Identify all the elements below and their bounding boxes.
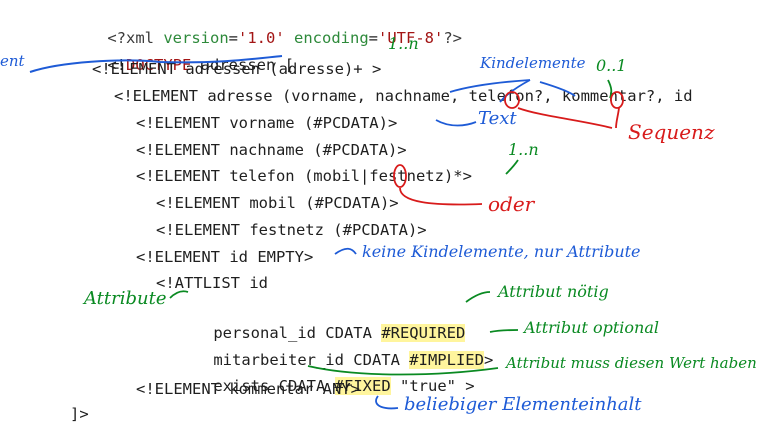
annotation-kindelemente: Kindelemente xyxy=(480,54,586,72)
code-token: = xyxy=(368,29,379,47)
annotation-keine-kindelemente: keine Kindelemente, nur Attribute xyxy=(362,242,641,261)
code-token: ?> xyxy=(443,29,463,47)
annotation-attribut-optional: Attribut optional xyxy=(524,318,659,337)
annotation-attribut-noetig: Attribut nötig xyxy=(498,282,609,301)
code-line: <!ELEMENT mobil (#PCDATA)> xyxy=(156,192,399,215)
highlight-implied: #IMPLIED xyxy=(409,351,484,369)
code-token: 'UTF-8' xyxy=(378,29,444,47)
code-token: <!ELEMENT adressen (adresse)+ > xyxy=(92,60,382,78)
annotation-zero-to-one: 0..1 xyxy=(596,56,627,75)
highlight-required: #REQUIRED xyxy=(381,324,466,342)
highlight-fixed: #FIXED xyxy=(334,377,391,395)
code-token: <!ELEMENT telefon (mobil|festnetz)*> xyxy=(136,167,472,185)
code-line: <!ELEMENT nachname (#PCDATA)> xyxy=(136,139,407,162)
code-token: <!ELEMENT vorname (#PCDATA)> xyxy=(136,114,398,132)
annotation-sequenz: Sequenz xyxy=(628,120,715,144)
code-token: > xyxy=(483,351,494,369)
code-token: <?xml xyxy=(107,29,164,47)
code-line-xml-declaration: <?xml version='1.0' encoding='UTF-8'?> xyxy=(70,4,462,47)
annotation-one-to-n: 1..n xyxy=(508,140,539,159)
annotation-attribut-fixed: Attribut muss diesen Wert haben xyxy=(506,354,757,372)
code-line-doctype: <!DOCTYPE adressen [ xyxy=(70,31,294,74)
code-line: <!ELEMENT kommentar ANY> xyxy=(136,378,360,401)
code-line: <!ELEMENT adressen (adresse)+ > xyxy=(92,58,381,81)
code-token: version xyxy=(163,29,229,47)
code-token: personal_id CDATA xyxy=(213,324,382,342)
code-line: mitarbeiter_id CDATA #IMPLIED> xyxy=(176,326,493,369)
annotation-attribute: Attribute xyxy=(84,288,167,309)
annotation-element-label: ent xyxy=(0,52,25,70)
code-token: <!ELEMENT festnetz (#PCDATA)> xyxy=(156,221,427,239)
annotation-text: Text xyxy=(478,108,517,129)
annotation-beliebiger-inhalt: beliebiger Elementeinhalt xyxy=(404,394,642,415)
annotation-one-to-n: 1..n xyxy=(388,34,419,53)
code-token: mitarbeiter_id CDATA xyxy=(213,351,410,369)
code-token: '1.0' xyxy=(238,29,285,47)
code-line: <!ELEMENT vorname (#PCDATA)> xyxy=(136,112,397,135)
code-token: <!ELEMENT nachname (#PCDATA)> xyxy=(136,141,407,159)
code-token: <!ELEMENT kommentar ANY> xyxy=(136,380,360,398)
code-line: <!ATTLIST id xyxy=(156,272,268,295)
code-token: exists CDATA xyxy=(213,377,335,395)
code-line: personal_id CDATA #REQUIRED xyxy=(176,299,466,342)
code-token: "true" > xyxy=(390,377,475,395)
annotation-oder: oder xyxy=(488,192,535,216)
code-token: <!ELEMENT mobil (#PCDATA)> xyxy=(156,194,399,212)
code-token: <!ATTLIST id xyxy=(156,274,268,292)
code-line: <!ELEMENT adresse (vorname, nachname, te… xyxy=(114,85,693,108)
code-line: <!ELEMENT telefon (mobil|festnetz)*> xyxy=(136,165,472,188)
code-token: encoding xyxy=(294,29,369,47)
code-token: = xyxy=(228,29,238,47)
code-token: <!ELEMENT adresse (vorname, nachname, te… xyxy=(114,87,693,105)
code-token: ]> xyxy=(70,405,89,423)
code-line: <!ELEMENT festnetz (#PCDATA)> xyxy=(156,219,427,242)
code-line: <!ELEMENT id EMPTY> xyxy=(136,246,313,269)
code-line: exists CDATA #FIXED "true" > xyxy=(176,352,475,395)
code-token: <!ELEMENT id EMPTY> xyxy=(136,248,314,266)
code-line: ]> xyxy=(70,403,89,426)
